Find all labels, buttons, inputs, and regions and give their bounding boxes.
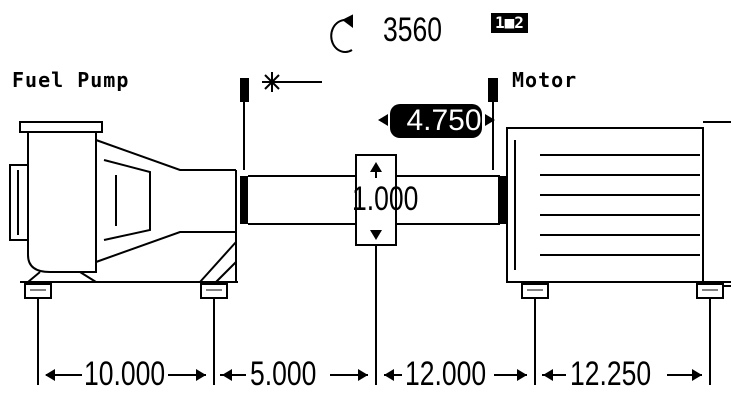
motor-coupling-half [498,176,507,224]
pump-drawing [9,121,238,283]
pump-sensor-icon [240,78,249,102]
motor-sensor-icon [488,78,498,102]
motor-label: Motor [512,68,578,92]
motor-drawing [506,121,731,287]
pump-label: Fuel Pump [12,68,130,92]
pump-coupling-half [240,176,248,224]
dim-pump-to-coupling[interactable]: 5.000 [250,355,317,393]
dim-coupling-to-motor[interactable]: 12.000 [405,355,487,393]
foot-pads [24,283,724,299]
dim-motor-feet[interactable]: 12.250 [570,355,652,393]
coupling-offset-value[interactable]: 1.000 [352,180,419,218]
rpm-readout: 3560 [383,11,442,49]
coupling-gap-value[interactable]: 4.750 [390,104,482,138]
laser-sparkle-icon [262,72,322,92]
dim-pump-feet[interactable]: 10.000 [84,355,166,393]
mode-badge[interactable]: 1■2 [491,13,528,33]
